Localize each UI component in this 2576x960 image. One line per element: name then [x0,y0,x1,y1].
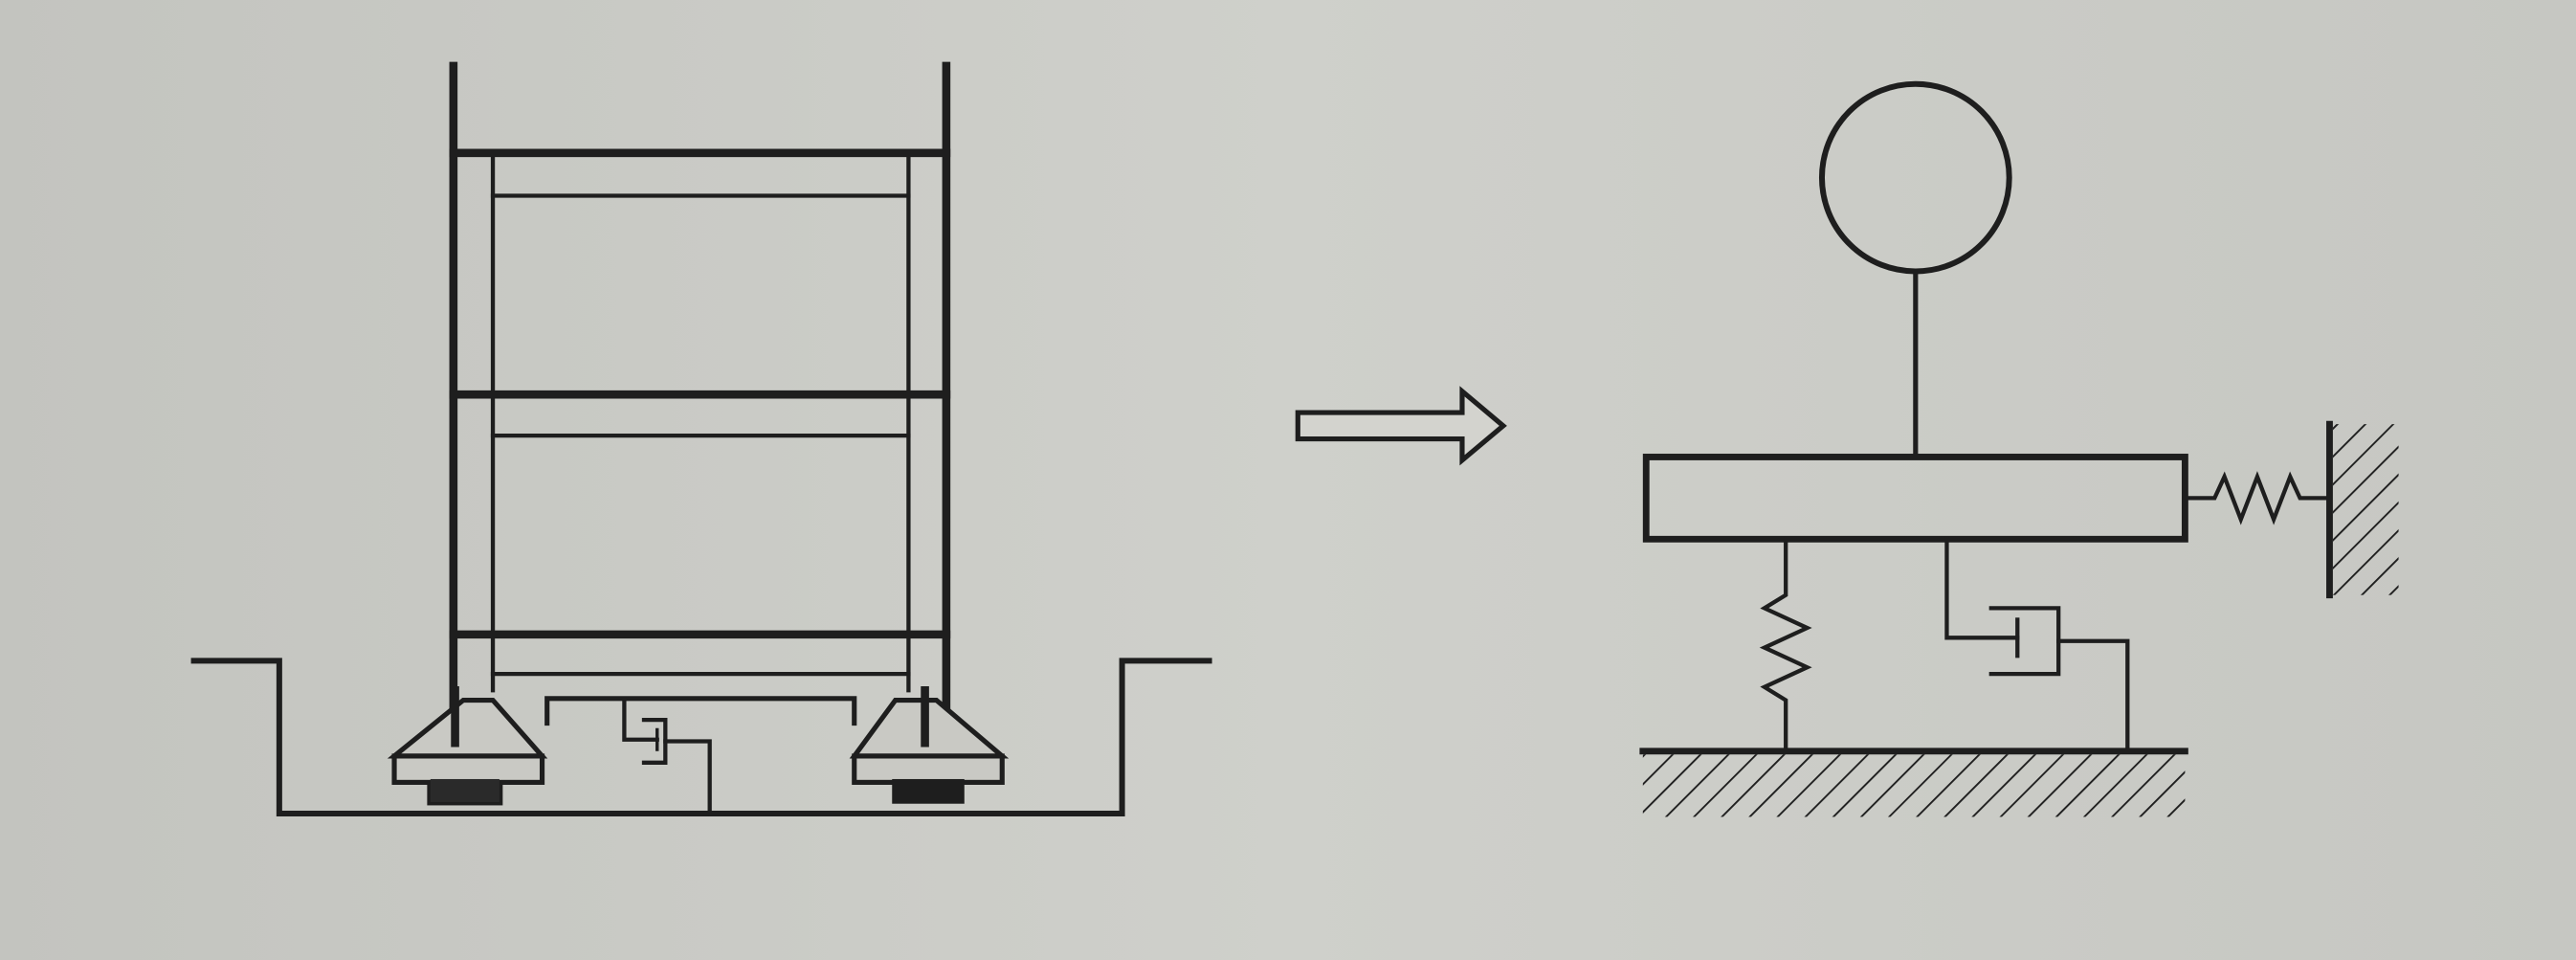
base-slab [1642,454,2188,543]
mass [1818,80,2012,275]
vertical-spring [1759,537,1812,753]
right-arrow-icon [1295,386,1507,466]
foundation-pit [190,658,1212,817]
building-damper [622,696,712,816]
isolator-left [387,697,548,806]
mass-spring-damper-model [1639,80,2399,817]
model-damper [1944,537,2130,753]
lateral-spring [2183,471,2332,525]
building-frame [449,61,951,726]
